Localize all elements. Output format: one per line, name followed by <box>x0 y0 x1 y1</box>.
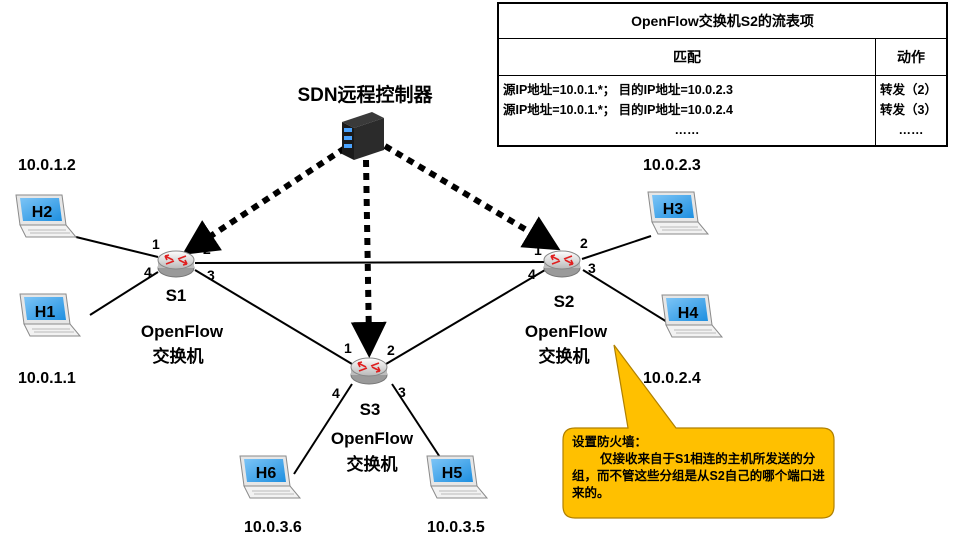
switch-s3[interactable]: 1 2 3 4 S3 OpenFlow 交换机 <box>331 340 414 474</box>
control-arrow-s1 <box>181 145 347 255</box>
host-h5-ip: 10.0.3.5 <box>427 519 485 536</box>
host-h3[interactable]: H3 10.0.2.3 <box>643 157 709 235</box>
switch-s3-port-4: 4 <box>332 385 340 401</box>
flow-table: OpenFlow交换机S2的流表项 匹配 动作 源IP地址=10.0.1.*； … <box>497 2 948 147</box>
host-h6-ip: 10.0.3.6 <box>244 519 302 536</box>
host-h6[interactable]: H6 10.0.3.6 <box>239 455 302 536</box>
flow-action-1: 转发（2） <box>880 83 937 97</box>
switch-s1-id: S1 <box>166 286 187 305</box>
switch-s1-port-3: 3 <box>207 267 215 283</box>
network-links <box>75 235 673 475</box>
host-h4[interactable]: H4 10.0.2.4 <box>643 294 723 387</box>
callout-shape <box>562 344 835 519</box>
host-h3-ip: 10.0.2.3 <box>643 157 701 174</box>
switch-s3-port-3: 3 <box>398 384 406 400</box>
switch-s3-line2: 交换机 <box>347 454 398 474</box>
switch-s1[interactable]: 1 2 3 4 S1 OpenFlow 交换机 <box>141 236 224 366</box>
switch-s3-port-1: 1 <box>344 340 352 356</box>
router-icon <box>350 357 388 385</box>
host-h4-ip: 10.0.2.4 <box>643 370 701 387</box>
router-icon <box>543 250 581 278</box>
host-h5[interactable]: H5 10.0.3.5 <box>426 455 488 536</box>
host-h2-ip: 10.0.1.2 <box>18 157 76 174</box>
switch-s2-port-3: 3 <box>588 260 596 276</box>
flow-match-3: …… <box>674 123 700 137</box>
action-header: 动作 <box>875 38 947 76</box>
host-h4-name: H4 <box>678 305 699 322</box>
action-cell: 转发（2） 转发（3） …… <box>875 75 947 146</box>
router-icon <box>157 250 195 278</box>
switch-s1-port-2: 2 <box>203 241 211 257</box>
switch-s1-port-4: 4 <box>144 264 152 280</box>
host-h1[interactable]: H1 10.0.1.1 <box>18 293 81 387</box>
flow-table-title: OpenFlow交换机S2的流表项 <box>498 3 947 39</box>
link-h6-s3 <box>293 383 353 475</box>
server-icon <box>342 112 384 160</box>
control-arrow-s3 <box>350 159 387 358</box>
host-h2-name: H2 <box>32 204 53 221</box>
switch-s1-port-1: 1 <box>152 236 160 252</box>
controller: SDN远程控制器 <box>297 83 434 160</box>
flow-action-3: …… <box>898 123 924 137</box>
host-h2[interactable]: H2 10.0.1.2 <box>15 157 77 238</box>
switch-s2-line2: 交换机 <box>539 346 590 366</box>
link-h2-s1 <box>75 236 159 258</box>
switch-s2-port-2: 2 <box>580 235 588 251</box>
flow-action-2: 转发（3） <box>880 103 937 117</box>
link-s1-s3 <box>194 269 353 365</box>
callout-title: 设置防火墙： <box>572 435 648 449</box>
controller-links <box>181 143 561 358</box>
match-cell: 源IP地址=10.0.1.*； 目的IP地址=10.0.2.3 源IP地址=10… <box>498 75 876 146</box>
link-s1-s2 <box>194 261 546 264</box>
host-h1-name: H1 <box>35 304 56 321</box>
switch-s1-line1: OpenFlow <box>141 322 224 341</box>
flow-match-2: 源IP地址=10.0.1.*； 目的IP地址=10.0.2.4 <box>503 103 733 117</box>
link-h4-s2 <box>582 269 673 326</box>
switch-s2-line1: OpenFlow <box>525 322 608 341</box>
switch-s2-id: S2 <box>554 292 575 311</box>
switch-s2[interactable]: 1 2 3 4 S2 OpenFlow 交换机 <box>525 235 608 366</box>
switch-s3-port-2: 2 <box>387 342 395 358</box>
switch-s2-port-1: 1 <box>534 242 542 258</box>
host-h5-name: H5 <box>442 465 463 482</box>
switch-s2-port-4: 4 <box>528 266 536 282</box>
switch-s3-id: S3 <box>360 400 381 419</box>
flow-table-grid: OpenFlow交换机S2的流表项 匹配 动作 源IP地址=10.0.1.*； … <box>498 3 947 146</box>
link-s2-s3 <box>385 269 546 365</box>
switch-s3-line1: OpenFlow <box>331 429 414 448</box>
host-h3-name: H3 <box>663 201 684 218</box>
link-h3-s2 <box>581 235 652 260</box>
switch-s1-line2: 交换机 <box>153 346 204 366</box>
firewall-callout <box>562 344 835 519</box>
host-h1-ip: 10.0.1.1 <box>18 370 76 387</box>
callout-text: 设置防火墙： 仅接收来自于S1相连的主机所发送的分组，而不管这些分组是从S2自己… <box>572 434 830 502</box>
flow-match-1: 源IP地址=10.0.1.*； 目的IP地址=10.0.2.3 <box>503 83 733 97</box>
control-arrow-s2 <box>383 143 561 251</box>
callout-body: 仅接收来自于S1相连的主机所发送的分组，而不管这些分组是从S2自己的哪个端口进来… <box>572 452 825 500</box>
host-h6-name: H6 <box>256 465 277 482</box>
match-header: 匹配 <box>498 38 876 76</box>
link-h1-s1 <box>89 271 159 316</box>
controller-label: SDN远程控制器 <box>297 83 433 106</box>
